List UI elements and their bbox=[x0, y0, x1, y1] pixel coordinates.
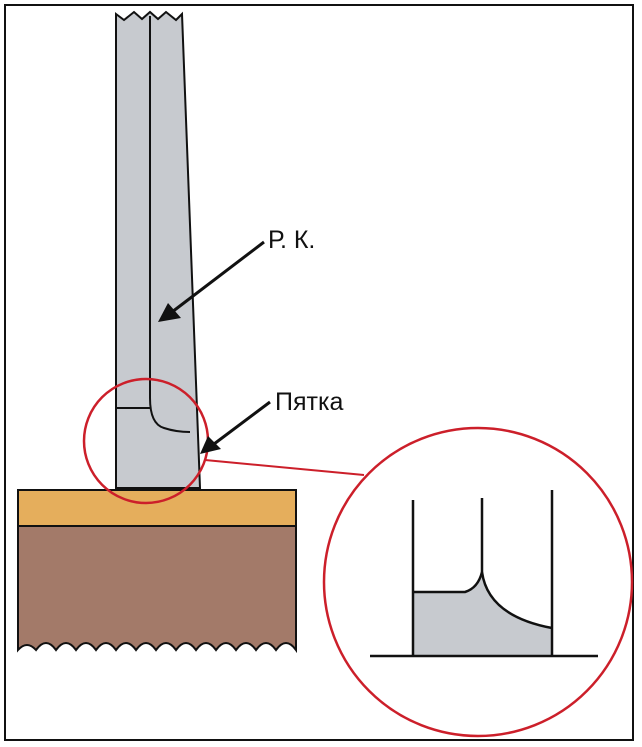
tooth-root bbox=[115, 10, 202, 489]
zoom-heel-curve bbox=[480, 571, 553, 630]
root-canal-label: Р. К. bbox=[268, 226, 315, 254]
root-canal-arrowhead bbox=[158, 303, 181, 322]
root-canal-arrow-shaft bbox=[171, 240, 265, 314]
heel-arrow-shaft bbox=[213, 400, 271, 446]
heel-arrowhead bbox=[200, 436, 221, 454]
heel-label: Пятка bbox=[275, 388, 343, 416]
base-block bbox=[17, 525, 297, 654]
zoom-connector bbox=[204, 459, 365, 476]
zoom-ledge-curve bbox=[413, 571, 484, 594]
filling-layer bbox=[17, 489, 297, 527]
root-canal-line bbox=[149, 16, 191, 433]
